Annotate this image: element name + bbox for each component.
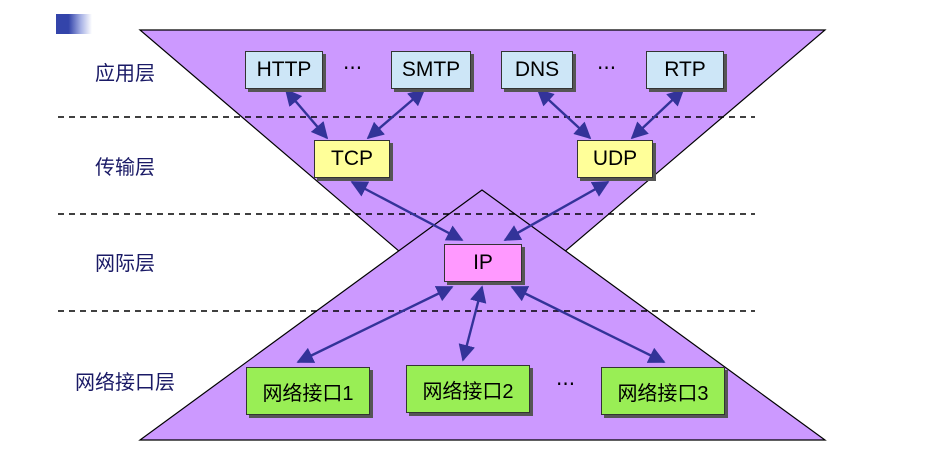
ip-box: IP xyxy=(444,244,522,282)
arrow-ip-net1 xyxy=(296,285,454,364)
arrow-http-tcp xyxy=(284,88,329,140)
arrow-ip-net3 xyxy=(510,285,666,364)
rtp-box: RTP xyxy=(646,51,724,89)
network-interface-2-box: 网络接口2 xyxy=(406,365,530,413)
network-interface-3-box: 网络接口3 xyxy=(601,367,725,415)
dns-box: DNS xyxy=(501,51,573,89)
tcp-box: TCP xyxy=(314,140,390,178)
arrow-smtp-tcp xyxy=(366,88,426,140)
arrow-tcp-ip xyxy=(350,180,464,242)
app-ellipsis-1: ··· xyxy=(343,56,363,80)
arrow-dns-udp xyxy=(536,88,592,140)
layer-label-application: 应用层 xyxy=(95,61,155,85)
http-box: HTTP xyxy=(245,51,323,89)
layer-label-network-interface: 网络接口层 xyxy=(75,370,175,394)
net-ellipsis: ··· xyxy=(556,372,576,396)
layer-label-internet: 网际层 xyxy=(95,251,155,275)
arrow-udp-ip xyxy=(503,180,610,242)
arrow-rtp-udp xyxy=(630,88,685,140)
smtp-box: SMTP xyxy=(391,51,471,89)
app-ellipsis-2: ··· xyxy=(597,56,617,80)
udp-box: UDP xyxy=(577,140,653,178)
network-interface-1-box: 网络接口1 xyxy=(246,367,370,415)
layer-label-transport: 传输层 xyxy=(95,155,155,179)
slide-bullet-icon xyxy=(56,14,92,34)
arrow-ip-net2 xyxy=(458,285,487,362)
